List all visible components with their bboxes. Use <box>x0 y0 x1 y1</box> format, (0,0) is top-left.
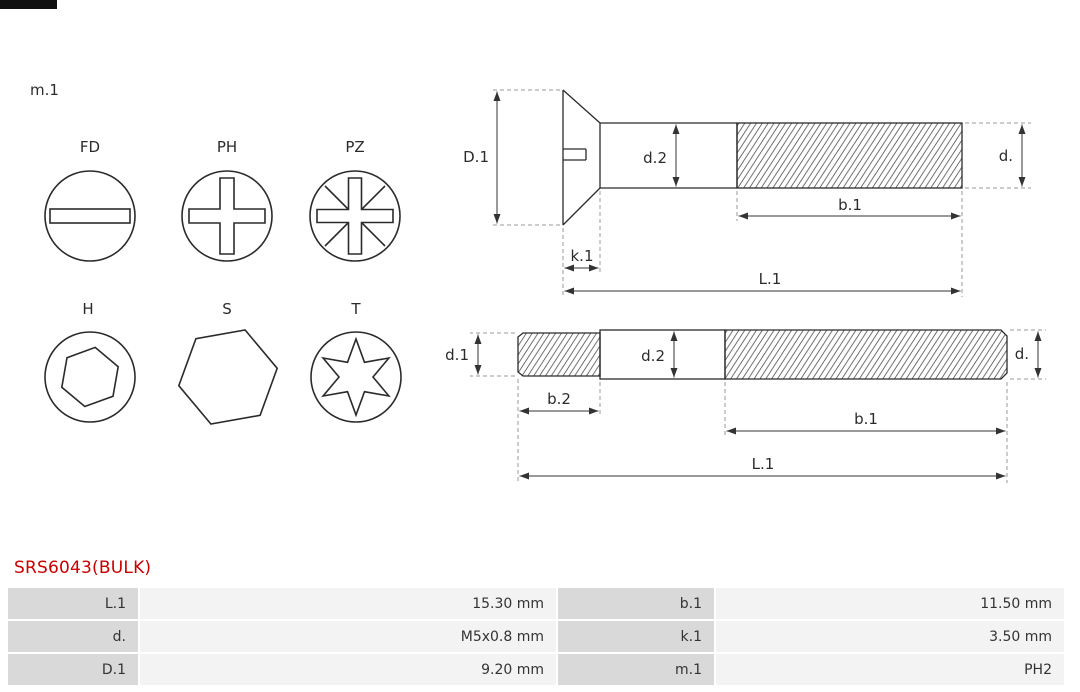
spec-label-k1: k.1 <box>558 621 714 652</box>
h-label: H <box>82 300 93 318</box>
h-hex-socket-icon: H <box>44 300 136 423</box>
dim-label-d1-bottom: d.1 <box>445 346 469 364</box>
t-label: T <box>350 300 361 318</box>
dim-label-d2-bottom: d.2 <box>641 347 665 365</box>
dim-label-L1-top: L.1 <box>759 270 782 288</box>
dim-label-b1-top: b.1 <box>838 196 862 214</box>
technical-drawing: m.1 FD PH PZ H <box>30 81 1046 483</box>
m1-group-label: m.1 <box>30 81 59 99</box>
t-torx-icon: T <box>310 300 402 423</box>
ph-label: PH <box>217 138 237 156</box>
screw-head-outline <box>562 89 601 226</box>
spec-value-m1: PH2 <box>716 654 1064 685</box>
spec-table: L.1 15.30 mm b.1 11.50 mm d. M5x0.8 mm k… <box>8 588 1064 685</box>
spec-value-L1: 15.30 mm <box>140 588 556 619</box>
spec-value-b1: 11.50 mm <box>716 588 1064 619</box>
fd-label: FD <box>80 138 100 156</box>
spec-label-d: d. <box>8 621 138 652</box>
double-threaded-stud-drawing: d.1 d.2 d. b.2 b.1 L.1 <box>445 329 1046 483</box>
dim-label-L1-bottom: L.1 <box>752 455 775 473</box>
screw-thread-section <box>736 122 963 189</box>
dim-label-b2: b.2 <box>547 390 571 408</box>
fd-slotted-head-icon: FD <box>44 138 136 262</box>
spec-value-d: M5x0.8 mm <box>140 621 556 652</box>
dim-label-b1-bottom: b.1 <box>854 410 878 428</box>
s-external-hex-icon: S <box>177 300 279 425</box>
spec-label-b1: b.1 <box>558 588 714 619</box>
screw-shank <box>600 122 738 189</box>
spec-label-m1: m.1 <box>558 654 714 685</box>
countersunk-screw-drawing: D.1 d.2 d. b.1 k.1 L.1 <box>463 89 1031 297</box>
part-number: SRS6043(BULK) <box>14 558 152 578</box>
screw-head-slot <box>563 148 587 161</box>
spec-label-L1: L.1 <box>8 588 138 619</box>
corner-logo-fragment <box>0 0 57 9</box>
dim-label-k1: k.1 <box>571 247 594 265</box>
s-label: S <box>222 300 232 318</box>
stud-right-thread <box>724 329 1008 380</box>
pz-pozidriv-head-icon: PZ <box>309 138 401 262</box>
dim-label-d2-top: d.2 <box>643 149 667 167</box>
spec-label-D1: D.1 <box>8 654 138 685</box>
dim-label-d-bottom: d. <box>1015 345 1029 363</box>
extension-lines-bottom <box>470 329 1046 483</box>
dim-label-d-top: d. <box>999 147 1013 165</box>
extension-lines-top <box>491 89 1031 297</box>
dim-label-D1: D.1 <box>463 148 489 166</box>
spec-value-D1: 9.20 mm <box>140 654 556 685</box>
pz-label: PZ <box>345 138 364 156</box>
stud-left-thread <box>517 332 601 377</box>
ph-phillips-head-icon: PH <box>181 138 273 262</box>
head-type-symbols: m.1 FD PH PZ H <box>30 81 402 425</box>
spec-value-k1: 3.50 mm <box>716 621 1064 652</box>
